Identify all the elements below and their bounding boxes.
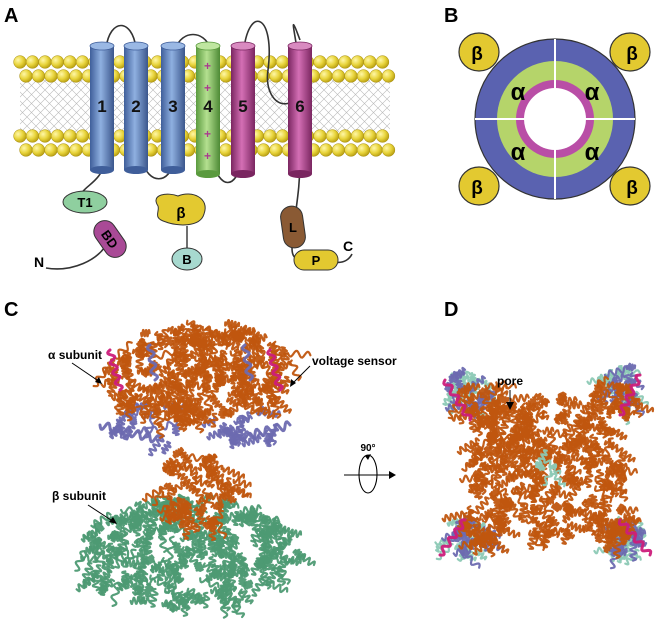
- domain-l: L: [279, 205, 307, 250]
- svg-text:90°: 90°: [360, 443, 375, 454]
- domain-p: P: [294, 250, 338, 270]
- svg-text:+: +: [204, 59, 211, 73]
- segment-label-4: 4: [203, 97, 213, 116]
- svg-text:α: α: [585, 139, 600, 166]
- segment-label-2: 2: [131, 97, 140, 116]
- c-terminus-label: C: [343, 238, 353, 254]
- panel-label-d: D: [444, 299, 458, 321]
- panel-label-b: B: [444, 5, 458, 27]
- voltage-sensor-label: voltage sensor: [312, 354, 397, 368]
- alpha-subunit-label: α subunit: [48, 348, 102, 362]
- svg-text:P: P: [312, 253, 321, 268]
- domain-b: B: [172, 248, 202, 270]
- svg-text:β: β: [626, 178, 638, 199]
- svg-text:α: α: [511, 79, 526, 106]
- svg-text:+: +: [204, 81, 211, 95]
- svg-text:L: L: [289, 220, 297, 235]
- svg-text:B: B: [182, 252, 191, 267]
- pore-label: pore: [497, 374, 523, 388]
- side-view-structure: [75, 320, 314, 617]
- segment-label-3: 3: [168, 97, 177, 116]
- panel-label-a: A: [4, 5, 18, 27]
- panel-label-c: C: [4, 299, 18, 321]
- svg-text:β: β: [471, 178, 483, 199]
- domain-t1: T1: [63, 191, 107, 213]
- n-terminus-label: N: [34, 254, 44, 270]
- rotation-indicator: 90°: [344, 443, 396, 493]
- tetramer-schematic: α α α α β β β β: [459, 33, 650, 205]
- svg-text:+: +: [204, 149, 211, 163]
- beta-subunit-label: β subunit: [52, 489, 106, 503]
- segment-label-5: 5: [238, 97, 247, 116]
- alpha-subunit-arrow: [72, 363, 100, 382]
- svg-text:β: β: [471, 44, 483, 65]
- svg-text:T1: T1: [77, 195, 92, 210]
- segment-label-6: 6: [295, 97, 304, 116]
- domain-beta: β: [156, 194, 205, 225]
- svg-text:+: +: [204, 127, 211, 141]
- segment-label-1: 1: [97, 97, 106, 116]
- svg-text:α: α: [511, 139, 526, 166]
- svg-text:β: β: [176, 205, 185, 222]
- domain-bd: BD: [90, 216, 131, 261]
- top-view-structure: [435, 364, 653, 568]
- svg-text:α: α: [585, 79, 600, 106]
- svg-text:β: β: [626, 44, 638, 65]
